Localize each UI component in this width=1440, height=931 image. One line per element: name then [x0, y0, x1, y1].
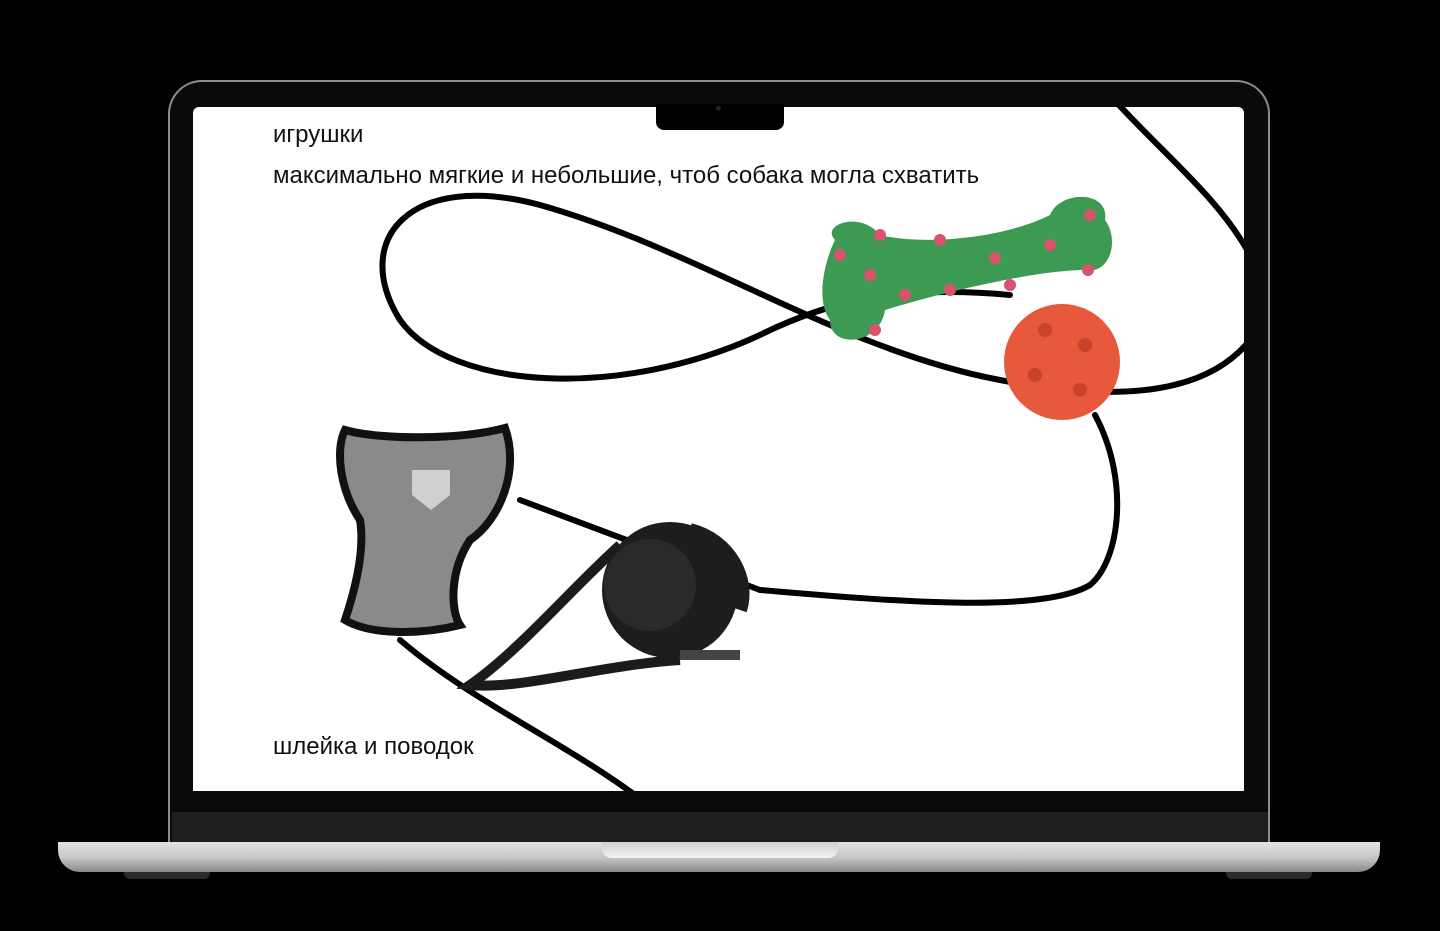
- laptop-foot: [1226, 872, 1312, 879]
- laptop-foot: [124, 872, 210, 879]
- toys-description: максимально мягкие и небольшие, чтоб соб…: [273, 162, 980, 189]
- ball-toy-image: [1004, 304, 1120, 420]
- harness-heading: шлейка и поводок: [273, 733, 474, 760]
- bone-toy-image: [822, 196, 1113, 340]
- leash-curve: [1116, 107, 1244, 251]
- camera-icon: [716, 106, 721, 111]
- screen: игрушки максимально мягкие и небольшие, …: [193, 107, 1244, 791]
- leash-curve: [397, 637, 635, 791]
- leash-line-art: [336, 107, 1244, 791]
- toys-heading: игрушки: [273, 121, 364, 148]
- laptop-chin: [172, 812, 1268, 842]
- retractable-leash-image: [456, 522, 750, 691]
- laptop-opening-groove: [602, 842, 838, 858]
- leash-curve: [757, 412, 1121, 606]
- harness-image: [336, 423, 515, 636]
